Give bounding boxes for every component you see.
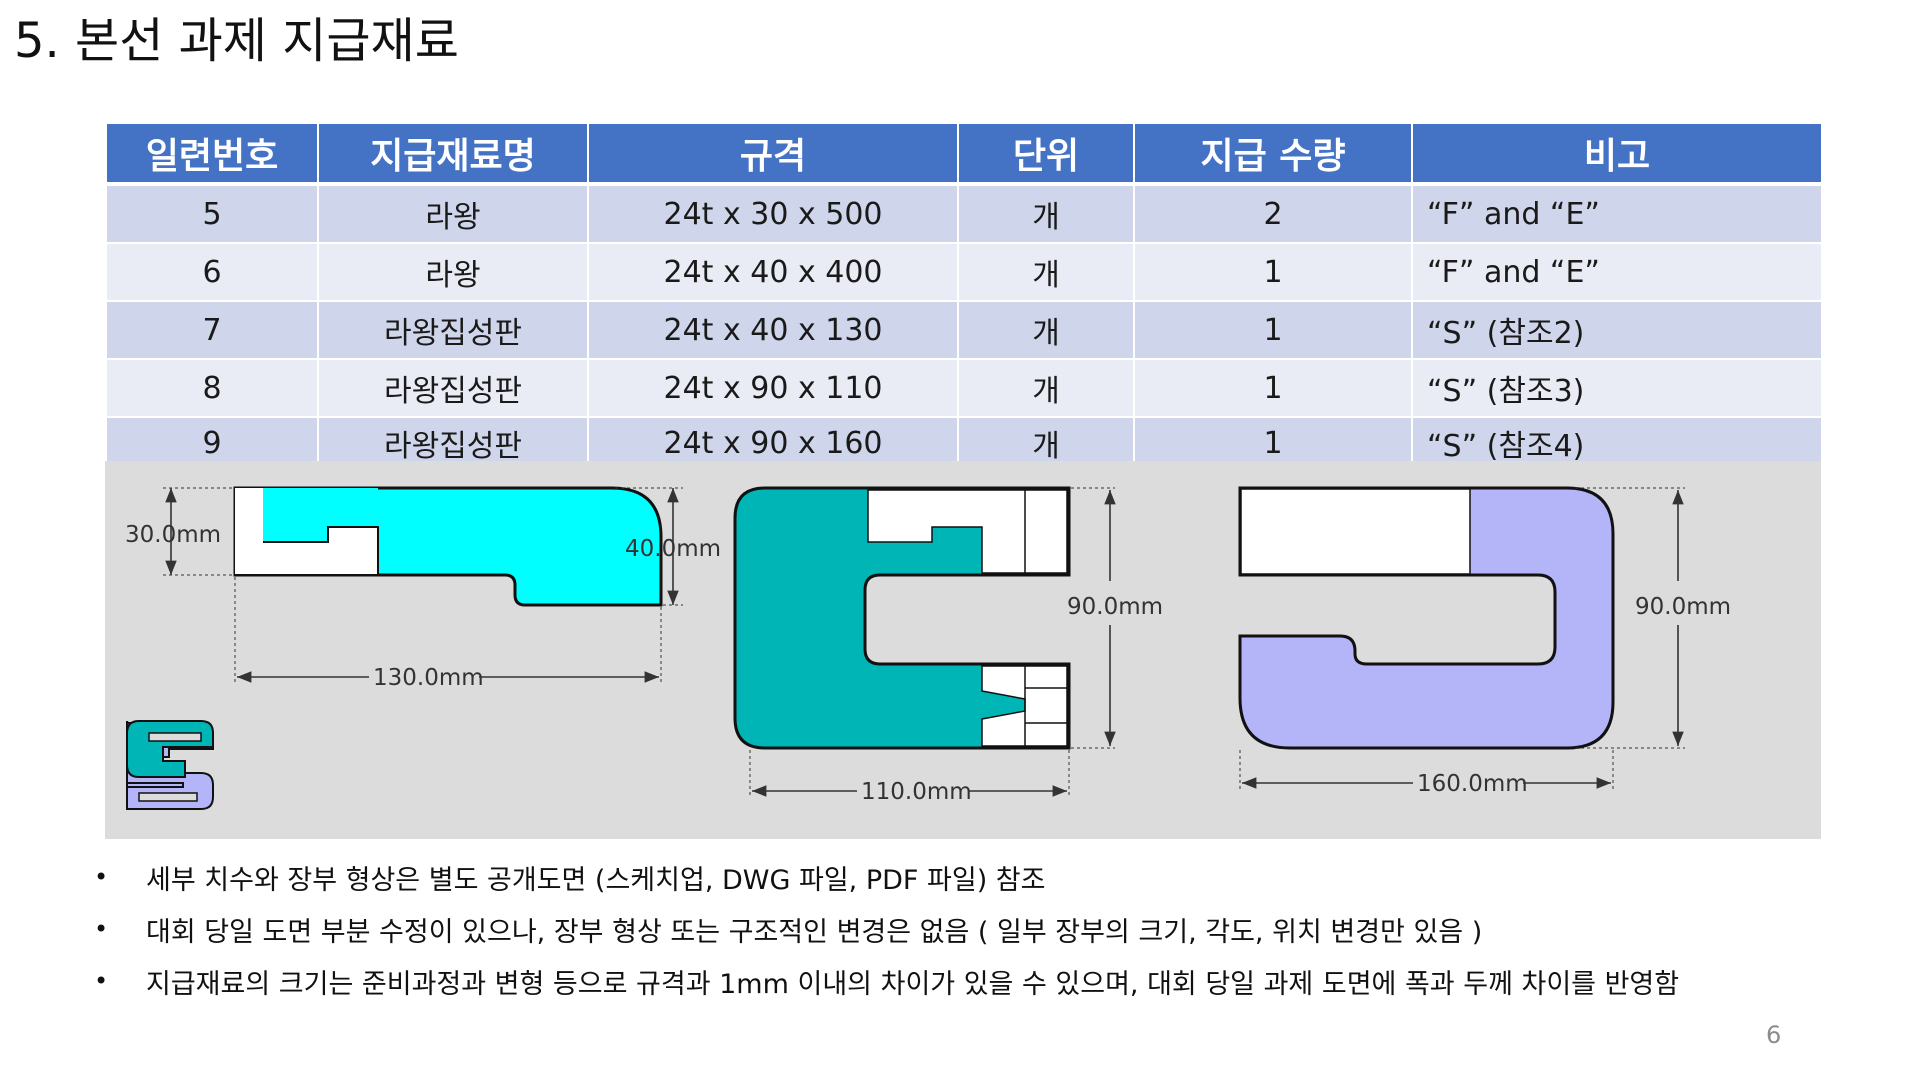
cell-material-name: 라왕집성판 — [318, 417, 589, 468]
cell-spec: 24t x 40 x 130 — [588, 301, 959, 360]
bullet-icon: • — [94, 967, 109, 995]
cell-spec: 24t x 30 x 500 — [588, 184, 959, 244]
table-row: 8 라왕집성판 24t x 90 x 110 개 1 “S” (참조3) — [107, 359, 1821, 418]
header-material-name: 지급재료명 — [318, 124, 589, 186]
cell-spec: 24t x 90 x 160 — [588, 417, 959, 468]
part3-white-block — [1240, 488, 1471, 575]
cell-serial-no: 5 — [107, 184, 319, 244]
part2-drawing: 90.0mm 110.0mm — [733, 486, 1163, 805]
notes-list: • 세부 치수와 장부 형상은 별도 공개도면 (스케치업, DWG 파일, P… — [94, 851, 1679, 1007]
bullet-icon: • — [94, 915, 109, 943]
cell-unit: 개 — [958, 301, 1135, 360]
part3-height-dim: 90.0mm — [1635, 594, 1731, 620]
cell-spec: 24t x 90 x 110 — [588, 359, 959, 418]
part3-drawing: 90.0mm 160.0mm — [1238, 486, 1731, 797]
s-logo-icon — [126, 720, 214, 810]
page-number: 6 — [1766, 1021, 1782, 1049]
table-row: 6 라왕 24t x 40 x 400 개 1 “F” and “E” — [107, 243, 1821, 302]
part1-right-dim: 40.0mm — [625, 536, 721, 562]
cell-serial-no: 9 — [107, 417, 319, 468]
cell-remarks: “F” and “E” — [1412, 243, 1821, 302]
cell-remarks: “S” (참조4) — [1412, 417, 1821, 468]
header-unit: 단위 — [958, 124, 1135, 186]
table-row: 9 라왕집성판 24t x 90 x 160 개 1 “S” (참조4) — [107, 417, 1821, 468]
list-item: • 세부 치수와 장부 형상은 별도 공개도면 (스케치업, DWG 파일, P… — [94, 851, 1679, 903]
cell-unit: 개 — [958, 417, 1135, 468]
header-serial-no: 일련번호 — [107, 124, 319, 186]
drawing-panel: 30.0mm 40.0mm 130.0mm 90.0mm — [105, 461, 1821, 839]
cell-remarks: “S” (참조3) — [1412, 359, 1821, 418]
part1-height-dim: 30.0mm — [125, 522, 221, 548]
part1-white-top — [263, 488, 378, 542]
table-header-row: 일련번호 지급재료명 규격 단위 지급 수량 비고 — [107, 124, 1821, 186]
material-table: 일련번호 지급재료명 규격 단위 지급 수량 비고 5 라왕 24t x 30 … — [107, 124, 1821, 468]
cell-quantity: 1 — [1134, 359, 1413, 418]
cell-material-name: 라왕집성판 — [318, 301, 589, 360]
cell-serial-no: 6 — [107, 243, 319, 302]
part-drawings: 30.0mm 40.0mm 130.0mm 90.0mm — [125, 486, 1731, 810]
part2-height-dim: 90.0mm — [1067, 594, 1163, 620]
cell-material-name: 라왕집성판 — [318, 359, 589, 418]
table-row: 7 라왕집성판 24t x 40 x 130 개 1 “S” (참조2) — [107, 301, 1821, 360]
cell-quantity: 2 — [1134, 184, 1413, 244]
note-text: 지급재료의 크기는 준비과정과 변형 등으로 규격과 1mm 이내의 차이가 있… — [146, 968, 1680, 1000]
cell-remarks: “S” (참조2) — [1412, 301, 1821, 360]
header-quantity: 지급 수량 — [1134, 124, 1413, 186]
part3-width-dim: 160.0mm — [1417, 771, 1528, 797]
cell-material-name: 라왕 — [318, 184, 589, 244]
slide-title: 5. 본선 과제 지급재료 — [14, 13, 459, 69]
part1-width-dim: 130.0mm — [373, 665, 484, 691]
cell-material-name: 라왕 — [318, 243, 589, 302]
cell-serial-no: 8 — [107, 359, 319, 418]
cell-spec: 24t x 40 x 400 — [588, 243, 959, 302]
cell-remarks: “F” and “E” — [1412, 184, 1821, 244]
list-item: • 지급재료의 크기는 준비과정과 변형 등으로 규격과 1mm 이내의 차이가… — [94, 955, 1679, 1007]
list-item: • 대회 당일 도면 부분 수정이 있으나, 장부 형상 또는 구조적인 변경은… — [94, 903, 1679, 955]
cell-quantity: 1 — [1134, 417, 1413, 468]
table-row: 5 라왕 24t x 30 x 500 개 2 “F” and “E” — [107, 184, 1821, 244]
cell-unit: 개 — [958, 243, 1135, 302]
part2-width-dim: 110.0mm — [861, 779, 972, 805]
part1-white-area — [235, 488, 378, 575]
cell-quantity: 1 — [1134, 243, 1413, 302]
cell-serial-no: 7 — [107, 301, 319, 360]
part1-drawing: 30.0mm 40.0mm 130.0mm — [125, 486, 721, 691]
part1-step — [235, 526, 379, 576]
part2-top-white — [867, 489, 1068, 574]
header-remarks: 비고 — [1412, 124, 1821, 186]
cell-unit: 개 — [958, 184, 1135, 244]
cell-quantity: 1 — [1134, 301, 1413, 360]
bullet-icon: • — [94, 863, 109, 891]
header-spec: 규격 — [588, 124, 959, 186]
note-text: 세부 치수와 장부 형상은 별도 공개도면 (스케치업, DWG 파일, PDF… — [146, 864, 1046, 896]
cell-unit: 개 — [958, 359, 1135, 418]
part2-bottom-white — [981, 665, 1068, 747]
note-text: 대회 당일 도면 부분 수정이 있으나, 장부 형상 또는 구조적인 변경은 없… — [146, 916, 1483, 948]
